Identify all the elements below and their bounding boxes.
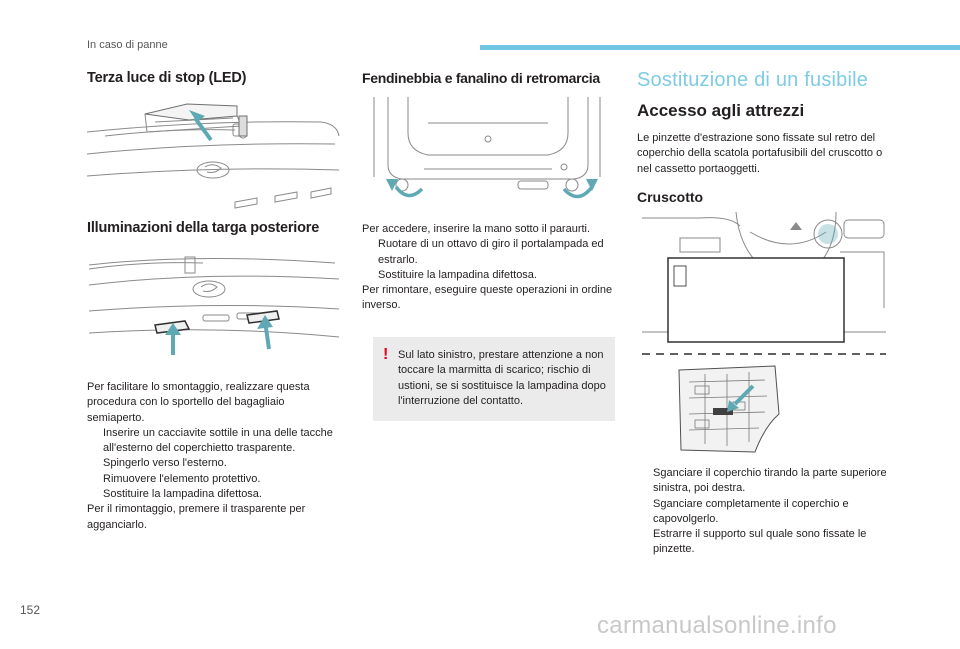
illustration-rear-bumper bbox=[373, 97, 601, 199]
bullet-text: Sganciare completamente il coperchio e c… bbox=[653, 497, 849, 525]
col1-instructions: Per facilitare lo smontaggio, realizzare… bbox=[87, 380, 342, 533]
bullet-step: Sostituire la lampadina difettosa. bbox=[87, 487, 342, 502]
bullet-text: Ruotare di un ottavo di giro il portalam… bbox=[378, 238, 604, 266]
bullet-text: Spingerlo verso l'esterno. bbox=[103, 457, 227, 470]
watermark: carmanualsonline.info bbox=[597, 612, 837, 639]
bullet-step: Estrarre il supporto sul quale sono fiss… bbox=[637, 527, 889, 558]
bullet-step: Sganciare il coperchio tirando la parte … bbox=[637, 466, 889, 497]
title-plate-lights: Illuminazioni della targa posteriore bbox=[87, 220, 320, 236]
paragraph: Per facilitare lo smontaggio, realizzare… bbox=[87, 381, 310, 424]
page-number: 152 bbox=[20, 603, 41, 617]
warning-box: ! Sul lato sinistro, prestare attenzione… bbox=[373, 337, 615, 421]
subtitle-dashboard: Cruscotto bbox=[637, 189, 704, 205]
bullet-step: Spingerlo verso l'esterno. bbox=[87, 456, 342, 471]
header-accent-bar bbox=[480, 45, 960, 50]
title-third-brake-light: Terza luce di stop (LED) bbox=[87, 70, 247, 86]
subtitle-tools-access: Accesso agli attrezzi bbox=[637, 101, 805, 120]
warning-icon: ! bbox=[383, 346, 389, 363]
bullet-text: Sostituire la lampadina difettosa. bbox=[378, 268, 537, 281]
col3-instructions: Sganciare il coperchio tirando la parte … bbox=[637, 466, 889, 558]
col2-instructions: Per accedere, inserire la mano sotto il … bbox=[362, 222, 617, 314]
illustration-third-brake-light bbox=[86, 103, 340, 209]
bullet-text: Sostituire la lampadina difettosa. bbox=[103, 488, 262, 501]
illustration-fuse-cover bbox=[678, 365, 780, 453]
illustration-dashboard-fusebox bbox=[642, 212, 886, 355]
bullet-step: Ruotare di un ottavo di giro il portalam… bbox=[362, 237, 617, 268]
paragraph: Per rimontare, eseguire queste operazion… bbox=[362, 284, 613, 312]
section-header: In caso di panne bbox=[87, 39, 168, 51]
bullet-text: Sganciare il coperchio tirando la parte … bbox=[653, 467, 887, 495]
bullet-text: Inserire un cacciavite sottile in una de… bbox=[103, 426, 333, 455]
paragraph: Per accedere, inserire la mano sotto il … bbox=[362, 223, 591, 235]
paragraph: Per il rimontaggio, premere il trasparen… bbox=[87, 503, 306, 531]
tools-intro: Le pinzette d'estrazione sono fissate su… bbox=[637, 132, 883, 175]
title-fuse-replacement: Sostituzione di un fusibile bbox=[637, 69, 869, 91]
bullet-step: Sganciare completamente il coperchio e c… bbox=[637, 497, 889, 528]
bullet-text: Rimuovere l'elemento protettivo. bbox=[103, 472, 261, 485]
bullet-text: Estrarre il supporto sul quale sono fiss… bbox=[653, 528, 867, 556]
bullet-step: Inserire un cacciavite sottile in una de… bbox=[87, 426, 342, 457]
bullet-step: Rimuovere l'elemento protettivo. bbox=[87, 472, 342, 487]
title-fog-reverse-lights: Fendinebbia e fanalino di retromarcia bbox=[362, 70, 600, 86]
warning-text: Sul lato sinistro, prestare attenzione a… bbox=[398, 349, 606, 407]
illustration-plate-lights bbox=[88, 256, 340, 355]
bullet-step: Sostituire la lampadina difettosa. bbox=[362, 268, 617, 283]
